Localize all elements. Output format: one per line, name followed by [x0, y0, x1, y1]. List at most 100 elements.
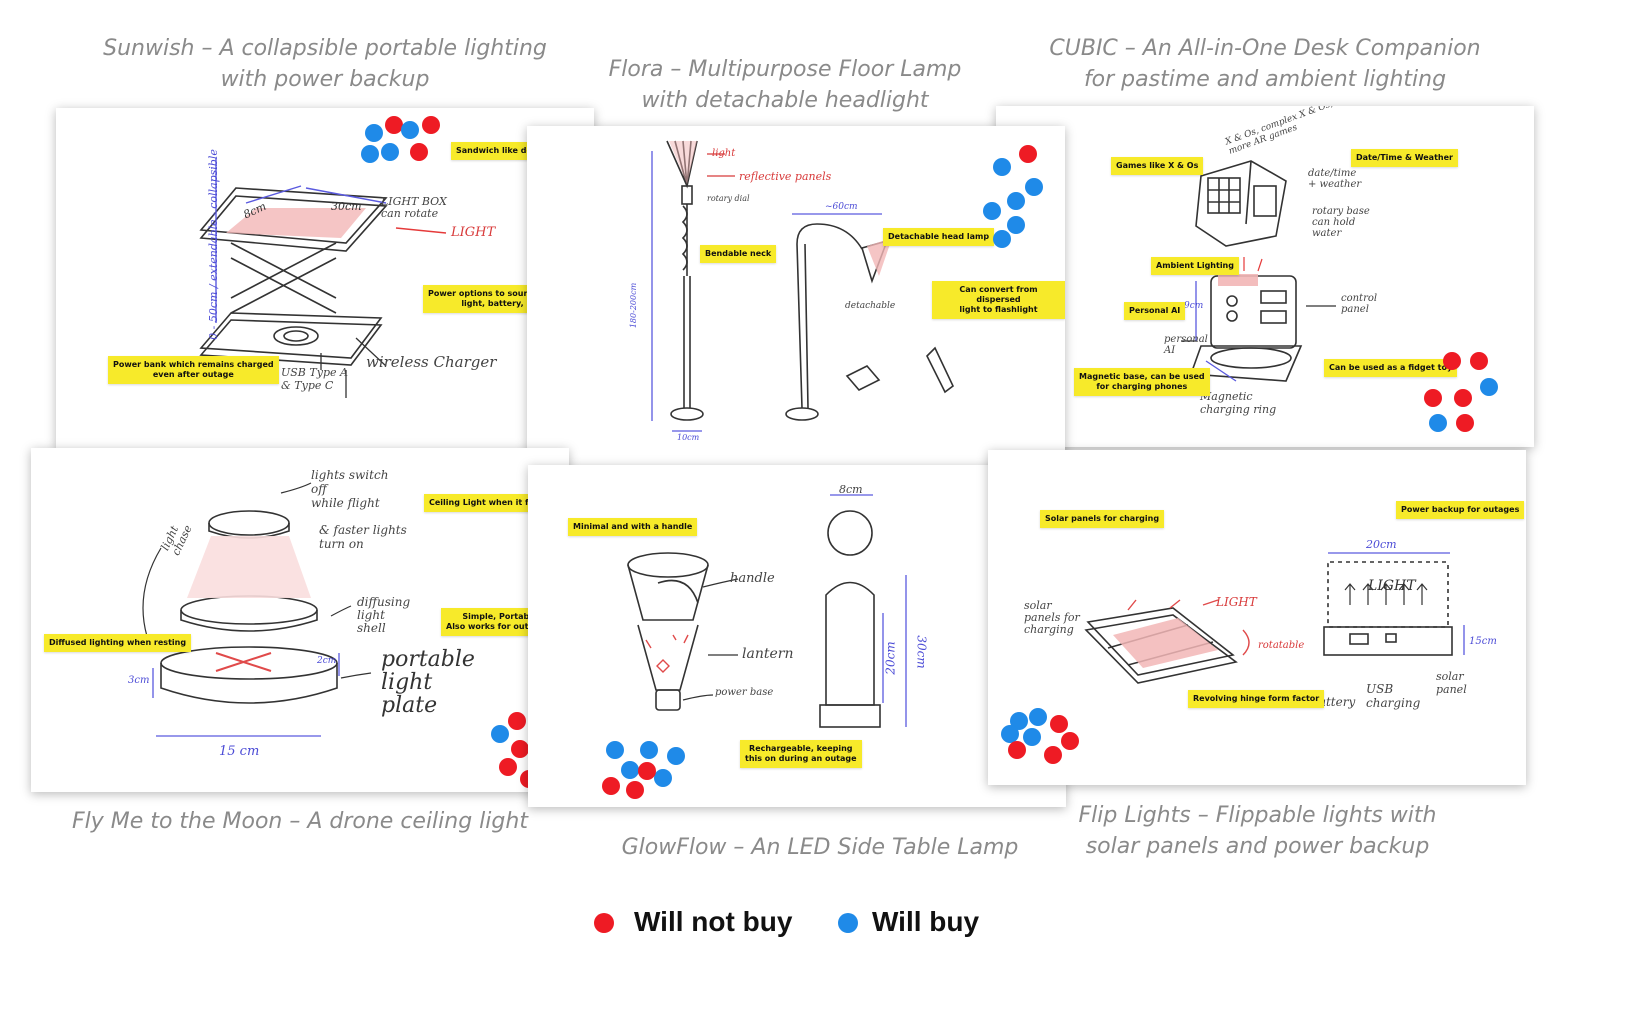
glowflow-title: GlowFlow – An LED Side Table Lamp: [621, 835, 1019, 860]
fliplights-card: 20cm LIGHT solar panels for charging rot…: [988, 450, 1526, 785]
flip-label-light-box: LIGHT: [1368, 578, 1416, 594]
sunwish-label-height: 0 - 50cm / extendable - collapsible: [206, 149, 220, 340]
vote-dot-will-not-buy: [1008, 741, 1026, 759]
flora-title: Flora – Multipurpose Floor Lamp with det…: [608, 57, 962, 113]
flora-label-10cm: 10cm: [677, 433, 700, 442]
flora-sketch: [651, 140, 955, 432]
vote-dot-will-not-buy: [385, 116, 403, 134]
vote-dot-will-buy: [993, 158, 1011, 176]
sunwish-label-30cm: 30cm: [331, 200, 362, 213]
sunwish-label-wireless: wireless Charger: [366, 353, 497, 371]
vote-dot-will-buy: [983, 202, 1001, 220]
cubic-label-magnetic: Magnetic charging ring: [1200, 390, 1277, 416]
flip-label-usb: USB charging: [1366, 682, 1421, 710]
vote-dot-will-not-buy: [1470, 352, 1488, 370]
glowflow-note-minimal: Minimal and with a handle: [568, 518, 698, 536]
glowflow-card: 8cm handle lantern power base 20cm 30cm …: [528, 465, 1066, 807]
vote-dot-will-not-buy: [1424, 389, 1442, 407]
vote-dot-will-buy: [1429, 414, 1447, 432]
flora-label-height: 180-200cm: [629, 282, 639, 329]
flymoon-label-switch: lights switch off while flight: [311, 468, 389, 510]
flymoon-label-plate: portable light plate: [381, 647, 475, 718]
flora-label-60cm: ~60cm: [825, 202, 858, 212]
sunwish-label-usb: USB Type A & Type C: [281, 366, 348, 392]
vote-dot-will-not-buy: [1019, 145, 1037, 163]
flymoon-label-shell: diffusing light shell: [357, 595, 411, 635]
vote-dot-will-buy: [1007, 192, 1025, 210]
glowflow-note-rechargeable: Rechargeable, keeping this on during an …: [740, 740, 862, 768]
flora-label-detachable: detachable: [845, 301, 896, 311]
cubic-note-fidget: Can be used as a fidget toy: [1324, 359, 1458, 377]
vote-dot-will-not-buy: [1050, 715, 1068, 733]
vote-dot-will-not-buy: [1443, 352, 1461, 370]
vote-dot-will-not-buy: [508, 712, 526, 730]
flip-label-solar-panel: solar panel: [1436, 670, 1467, 696]
vote-dot-will-buy: [1029, 708, 1047, 726]
flymoon-card: light chase lights switch off while flig…: [31, 448, 569, 792]
flora-note-bendable: Bendable neck: [700, 245, 777, 263]
vote-dot-will-buy: [1001, 725, 1019, 743]
vote-dot-will-not-buy: [638, 762, 656, 780]
cubic-label-controlpanel: control panel: [1341, 293, 1378, 315]
flymoon-label-15cm: 15 cm: [219, 744, 260, 759]
cubic-note-magnetic: Magnetic base, can be used for charging …: [1074, 368, 1210, 396]
vote-dot-will-buy: [1025, 178, 1043, 196]
cubic-label-rotarybase: rotary base can hold water: [1312, 206, 1370, 239]
glowflow-label-8cm: 8cm: [839, 483, 863, 496]
vote-dot-will-not-buy: [1456, 414, 1474, 432]
flip-note-backup: Power backup for outages: [1396, 501, 1525, 519]
vote-dot-will-not-buy: [410, 143, 428, 161]
cubic-label-personalai: personal AI: [1164, 334, 1208, 356]
vote-dot-will-buy: [606, 741, 624, 759]
vote-dot-will-buy: [401, 121, 419, 139]
sunwish-note-powerbank: Power bank which remains charged even af…: [108, 356, 279, 384]
flymoon-label-faster: & faster lights turn on: [319, 523, 407, 551]
glowflow-label-30cm: 30cm: [914, 635, 929, 669]
flora-card: light reflective panels rotary dial ~60c…: [527, 126, 1065, 470]
flymoon-label-2cm: 2cm: [317, 656, 337, 666]
flip-label-rotatable: rotatable: [1258, 640, 1305, 651]
cubic-note-personalai: Personal AI: [1124, 302, 1186, 320]
legend-will-not-buy-dot: [594, 913, 614, 933]
vote-dot-will-not-buy: [422, 116, 440, 134]
glowflow-sketch: [627, 494, 907, 728]
vote-dot-will-buy: [993, 230, 1011, 248]
flymoon-sketch: [142, 482, 372, 737]
vote-dot-will-not-buy: [499, 758, 517, 776]
cubic-card: X & Os, complex X & Os, more AR games da…: [996, 106, 1534, 447]
vote-dot-will-buy: [361, 145, 379, 163]
vote-dot-will-buy: [654, 769, 672, 787]
flymoon-note-diffused: Diffused lighting when resting: [44, 634, 192, 652]
fliplights-sketch: [1084, 552, 1465, 684]
vote-dot-will-buy: [381, 143, 399, 161]
fliplights-title: Flip Lights – Flippable lights with sola…: [1078, 803, 1437, 859]
cubic-sketch: [1181, 160, 1336, 382]
vote-dot-will-buy: [1480, 378, 1498, 396]
flip-label-light-arrow: LIGHT: [1216, 595, 1257, 609]
glowflow-label-lantern: lantern: [742, 646, 794, 662]
flymoon-label-3cm: 3cm: [128, 675, 150, 686]
cubic-note-games: Games like X & Os: [1111, 157, 1204, 175]
vote-dot-will-not-buy: [511, 740, 529, 758]
vote-dot-will-buy: [1023, 728, 1041, 746]
sunwish-card: LIGHT BOX can rotate LIGHT wireless Char…: [56, 108, 594, 450]
vote-dot-will-not-buy: [626, 781, 644, 799]
legend-will-not-buy-label: Will not buy: [634, 906, 793, 937]
flip-label-20cm: 20cm: [1366, 538, 1397, 551]
flymoon-title: Fly Me to the Moon – A drone ceiling lig…: [72, 809, 528, 834]
flip-note-hinge: Revolving hinge form factor: [1188, 690, 1325, 708]
flora-label-reflective: reflective panels: [739, 170, 832, 183]
vote-dot-will-buy: [365, 124, 383, 142]
cubic-label-datetime: date/time + weather: [1308, 168, 1362, 190]
glowflow-label-powerbase: power base: [715, 687, 774, 698]
legend-will-buy-label: Will buy: [872, 906, 980, 937]
flora-note-convert: Can convert from dispersed light to flas…: [932, 281, 1065, 319]
glowflow-label-20cm: 20cm: [883, 641, 898, 675]
sunwish-title: Sunwish – A collapsible portable lightin…: [103, 36, 547, 92]
cubic-label-9cm: 9cm: [1184, 301, 1204, 311]
sunwish-sketch: [199, 158, 447, 398]
vote-dot-will-buy: [640, 741, 658, 759]
vote-dot-will-buy: [1007, 216, 1025, 234]
flip-label-15cm: 15cm: [1469, 636, 1497, 647]
cubic-note-ambient: Ambient Lighting: [1151, 257, 1239, 275]
